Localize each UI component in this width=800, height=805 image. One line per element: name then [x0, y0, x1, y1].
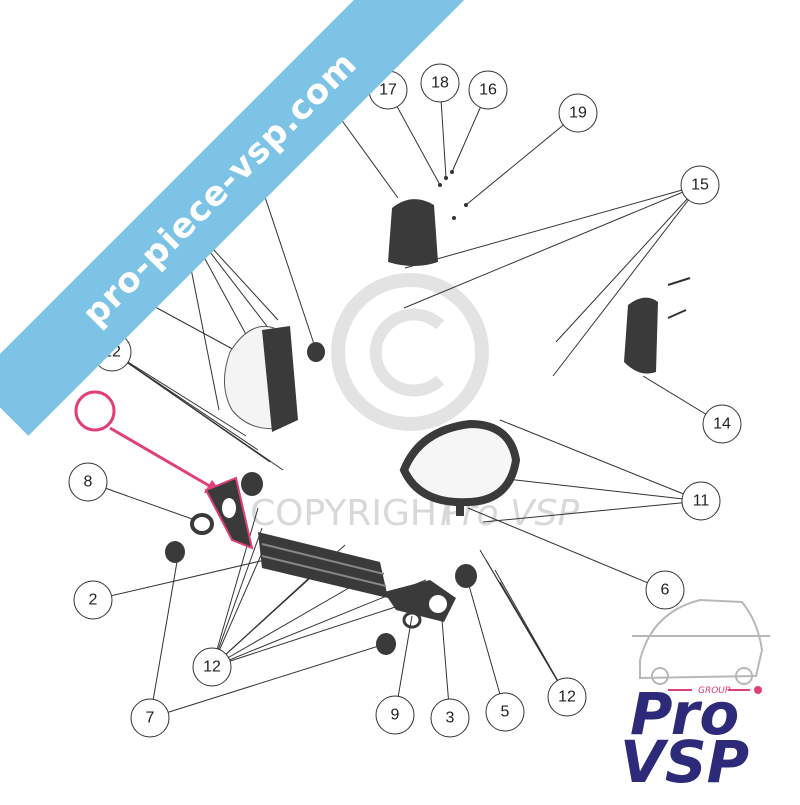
brand-logo: GROUP Pro VSP	[620, 598, 770, 796]
logo-word-vsp: VSP	[620, 728, 749, 796]
callout-label: 19	[569, 105, 587, 122]
car-outline-icon	[639, 598, 764, 680]
callout-label: 17	[379, 82, 397, 99]
highlight-arrow-4	[109, 426, 222, 493]
copyright-watermark: COPYRIGHT Pro VSP	[250, 273, 579, 534]
callout-c8: 8	[68, 462, 108, 502]
callout-c14: 14	[702, 404, 742, 444]
callout-c5: 5	[485, 692, 525, 732]
part-9-ring	[402, 611, 422, 629]
callout-circle	[375, 695, 415, 735]
callout-c11: 11	[681, 481, 721, 521]
callout-c12b: 12	[192, 647, 232, 687]
callout-c7: 7	[130, 698, 170, 738]
callout-circle	[130, 698, 170, 738]
copyright-text: COPYRIGHT	[250, 493, 460, 534]
callout-circle	[558, 93, 598, 133]
callout-circle	[420, 63, 460, 103]
callout-circle	[192, 647, 232, 687]
callout-label: 9	[391, 707, 400, 724]
callout-circle	[468, 70, 508, 110]
callout-circle	[645, 570, 685, 610]
part-13-shell	[388, 199, 438, 266]
part-14-cover	[624, 297, 658, 374]
callout-circle	[68, 462, 108, 502]
callout-c16: 16	[468, 70, 508, 110]
part-1-housing	[262, 326, 298, 432]
callout-c19: 19	[558, 93, 598, 133]
part-7-foglamp	[165, 541, 185, 563]
callout-c3: 3	[430, 698, 470, 738]
callout-label: 12	[203, 659, 221, 676]
callout-circle	[430, 698, 470, 738]
callout-label: 7	[146, 710, 155, 727]
callout-label: 16	[479, 82, 497, 99]
callout-label: 8	[84, 474, 93, 491]
callout-label: 3	[446, 710, 455, 727]
logo-word-pro: Pro	[630, 680, 739, 748]
callout-label: 12	[558, 689, 576, 706]
callout-circle	[485, 692, 525, 732]
callout-circle	[73, 580, 113, 620]
callout-c6: 6	[645, 570, 685, 610]
callout-c12c: 12	[547, 677, 587, 717]
callout-label: 18	[431, 75, 449, 92]
part-2-grille	[258, 532, 388, 598]
callout-circle	[681, 481, 721, 521]
callout-label: 5	[501, 704, 510, 721]
callout-4-highlight-ring	[74, 390, 116, 432]
part-5-foglamp	[455, 564, 477, 588]
callout-label: 11	[693, 493, 710, 510]
callout-label: 14	[713, 416, 731, 433]
callout-label: 6	[661, 582, 670, 599]
callout-c2: 2	[73, 580, 113, 620]
callout-circle	[680, 165, 720, 205]
callout-label: 2	[89, 592, 98, 609]
parts	[165, 170, 691, 655]
callout-c18: 18	[420, 63, 460, 103]
part-8-ring	[190, 513, 214, 535]
callout-c15a: 15	[680, 165, 720, 205]
callout-c9: 9	[375, 695, 415, 735]
part-11-headlamp	[399, 419, 521, 507]
logo-group-text: GROUP	[698, 686, 731, 696]
callout-label: 15	[691, 177, 709, 194]
callout-circle	[702, 404, 742, 444]
callout-circle	[547, 677, 587, 717]
